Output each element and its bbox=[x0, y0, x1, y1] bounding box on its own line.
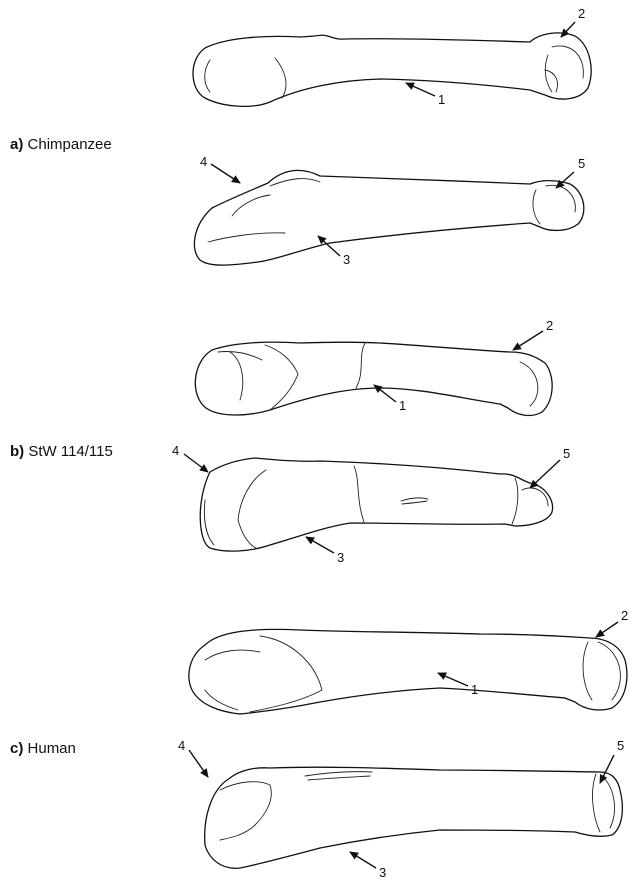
arrow-2-c bbox=[596, 622, 618, 637]
arrow-2-b bbox=[513, 331, 543, 350]
marker-1-a: 1 bbox=[438, 92, 445, 107]
marker-2-a: 2 bbox=[578, 6, 585, 21]
chimpanzee-lateral-view bbox=[194, 170, 583, 265]
stw-dorsal-view bbox=[195, 342, 552, 415]
arrow-3-a bbox=[318, 236, 340, 256]
marker-5-b: 5 bbox=[563, 446, 570, 461]
human-lateral-view bbox=[205, 767, 623, 868]
arrow-4-c bbox=[189, 750, 208, 777]
arrow-5-c bbox=[600, 755, 614, 783]
arrow-5-b bbox=[530, 460, 560, 488]
arrow-5-a bbox=[556, 172, 574, 188]
arrow-3-c bbox=[350, 852, 376, 868]
arrow-4-b bbox=[184, 454, 208, 472]
arrow-4-a bbox=[211, 164, 240, 183]
marker-3-b: 3 bbox=[337, 550, 344, 565]
marker-4-b: 4 bbox=[172, 443, 179, 458]
marker-5-c: 5 bbox=[617, 738, 624, 753]
human-dorsal-view bbox=[189, 629, 627, 714]
arrow-3-b bbox=[306, 537, 334, 553]
marker-2-c: 2 bbox=[621, 608, 628, 623]
stw-lateral-view bbox=[200, 458, 552, 551]
arrow-1-c bbox=[438, 673, 468, 686]
marker-3-c: 3 bbox=[379, 865, 386, 880]
chimpanzee-dorsal-view bbox=[193, 33, 591, 106]
marker-1-c: 1 bbox=[471, 682, 478, 697]
marker-2-b: 2 bbox=[546, 318, 553, 333]
marker-4-c: 4 bbox=[178, 738, 185, 753]
marker-3-a: 3 bbox=[343, 252, 350, 267]
marker-5-a: 5 bbox=[578, 156, 585, 171]
marker-1-b: 1 bbox=[399, 398, 406, 413]
annotation-arrows: 1 2 4 5 3 2 1 4 5 3 2 1 4 5 3 bbox=[172, 6, 628, 880]
marker-4-a: 4 bbox=[200, 154, 207, 169]
arrow-1-a bbox=[406, 83, 435, 96]
